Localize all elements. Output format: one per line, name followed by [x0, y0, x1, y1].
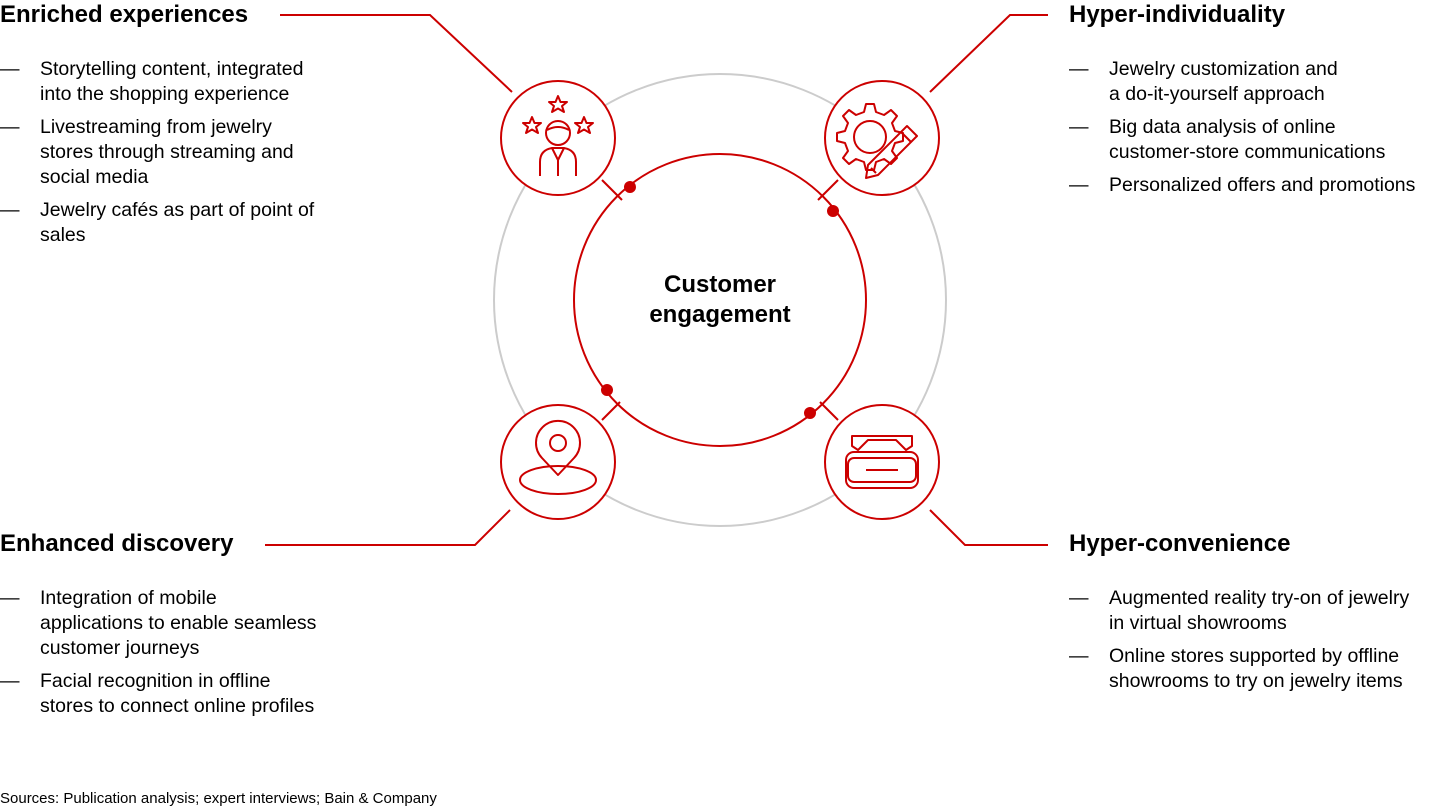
leader-discovery: [265, 509, 511, 546]
dash-marker: —: [1069, 58, 1089, 80]
dash-marker: —: [0, 116, 20, 138]
connector-top-right: [817, 179, 839, 201]
center-label: Customer engagement: [620, 270, 820, 330]
gear-pencil-icon: [836, 103, 918, 179]
bullet-text-line: Personalized offers and promotions: [1109, 174, 1416, 196]
vr-headset-icon: [845, 435, 919, 489]
bullet-item: — Big data analysis of online customer-s…: [1069, 115, 1440, 165]
leader-convenience: [929, 509, 1048, 546]
bullet-list-individuality: — Jewelry customization and a do-it-your…: [1069, 57, 1440, 206]
ring-dot-1: [624, 181, 636, 193]
bullet-text-line: into the shopping experience: [40, 83, 290, 105]
bullet-text-line: customer journeys: [40, 637, 200, 659]
bullet-text-line: Online stores supported by offline: [1109, 645, 1400, 667]
dash-marker: —: [1069, 116, 1089, 138]
bullet-text-line: Storytelling content, integrated: [40, 58, 304, 80]
ring-dot-4: [804, 407, 816, 419]
bullet-list-discovery: — Integration of mobile applications to …: [0, 586, 360, 727]
connector-top-left: [601, 179, 623, 201]
dash-marker: —: [0, 58, 20, 80]
bullet-item: — Storytelling content, integrated into …: [0, 57, 360, 107]
bullet-item: — Jewelry cafés as part of point of sale…: [0, 198, 360, 248]
panel-title-individuality: Hyper-individuality: [1069, 1, 1286, 28]
bullet-item: — Integration of mobile applications to …: [0, 586, 360, 661]
bullet-text-line: stores through streaming and: [40, 141, 294, 163]
leader-enriched: [280, 14, 513, 93]
bullet-item: — Facial recognition in offline stores t…: [0, 669, 360, 719]
dash-marker: —: [1069, 587, 1089, 609]
bullet-text-line: showrooms to try on jewelry items: [1109, 670, 1403, 692]
bullet-text-line: Facial recognition in offline: [40, 670, 271, 692]
bullet-text-line: Augmented reality try-on of jewelry: [1109, 587, 1410, 609]
center-label-line1: Customer: [663, 271, 777, 298]
ring-dot-2: [827, 205, 839, 217]
icon-circle-convenience: [824, 404, 940, 520]
icon-circle-enriched: [500, 80, 616, 196]
bullet-item: — Augmented reality try-on of jewelry in…: [1069, 586, 1440, 636]
bullet-list-convenience: — Augmented reality try-on of jewelry in…: [1069, 586, 1440, 702]
dash-marker: —: [0, 670, 20, 692]
dash-marker: —: [1069, 645, 1089, 667]
dash-marker: —: [0, 199, 20, 221]
bullet-text-line: customer-store communications: [1109, 141, 1386, 163]
connector-bottom-left: [601, 401, 621, 421]
bullet-text-line: Big data analysis of online: [1109, 116, 1336, 138]
sources-footnote: Sources: Publication analysis; expert in…: [0, 790, 437, 807]
dash-marker: —: [1069, 174, 1089, 196]
bullet-text-line: applications to enable seamless: [40, 612, 317, 634]
inner-ring: [573, 153, 867, 447]
bullet-text-line: Jewelry cafés as part of point of: [40, 199, 315, 221]
bullet-text-line: a do-it-yourself approach: [1109, 83, 1325, 105]
panel-title-convenience: Hyper-convenience: [1069, 530, 1291, 557]
ring-dot-3: [601, 384, 613, 396]
bullet-text-line: Livestreaming from jewelry: [40, 116, 272, 138]
bullet-text-line: social media: [40, 166, 149, 188]
panel-title-enriched: Enriched experiences: [0, 1, 249, 28]
bullet-text-line: Jewelry customization and: [1109, 58, 1338, 80]
connector-bottom-right: [819, 401, 839, 421]
bullet-text-line: stores to connect online profiles: [40, 695, 315, 717]
leader-individuality: [929, 14, 1048, 93]
bullet-list-enriched: — Storytelling content, integrated into …: [0, 57, 360, 256]
person-stars-icon: [522, 95, 594, 176]
bullet-text-line: Integration of mobile: [40, 587, 217, 609]
icon-circle-discovery: [500, 404, 616, 520]
panel-title-discovery: Enhanced discovery: [0, 530, 234, 557]
bullet-item: — Personalized offers and promotions: [1069, 173, 1440, 198]
icon-circle-individuality: [824, 80, 940, 196]
bullet-item: — Livestreaming from jewelry stores thro…: [0, 115, 360, 190]
bullet-item: — Jewelry customization and a do-it-your…: [1069, 57, 1440, 107]
outer-ring: [493, 73, 947, 527]
bullet-item: — Online stores supported by offline sho…: [1069, 644, 1440, 694]
bullet-text-line: sales: [40, 224, 86, 246]
location-pin-icon: [519, 419, 597, 495]
dash-marker: —: [0, 587, 20, 609]
bullet-text-line: in virtual showrooms: [1109, 612, 1287, 634]
center-label-line2: engagement: [649, 301, 791, 328]
